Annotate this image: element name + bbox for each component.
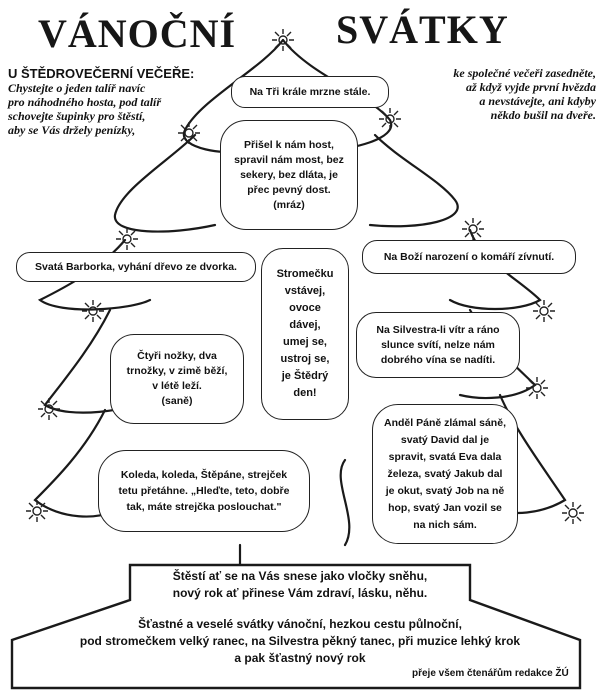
- bubble-line: dávej,: [289, 319, 321, 331]
- bubble-line: Čtyři nožky, dva: [137, 350, 217, 362]
- left-note-line: aby se Vás držely penízky,: [8, 123, 136, 137]
- star-icon: [462, 218, 484, 240]
- left-note-line: Chystejte o jeden talíř navíc: [8, 81, 146, 95]
- bubble-line: Koleda, koleda, Štěpáne, strejček: [120, 469, 288, 481]
- bubble-bozi-narozeni: Na Boží narození o komáří zívnutí.: [362, 240, 576, 274]
- bubble-line: přec pevný dost.: [247, 183, 331, 196]
- title-right: SVÁTKY: [336, 7, 509, 52]
- title-left: VÁNOČNÍ: [38, 11, 237, 56]
- right-note-line: až když vyjde první hvězda: [466, 80, 596, 94]
- bubble-line: ustroj se,: [280, 353, 330, 365]
- bubble-line: tetu přetáhne. „Hleďte, teto, dobře: [118, 485, 290, 497]
- bubble-line: Na Tři krále mrzne stále.: [249, 85, 371, 98]
- left-note-line: schovejte šupinky pro štěstí,: [8, 109, 146, 123]
- star-icon: [178, 122, 200, 144]
- bubble-line: den!: [293, 387, 317, 399]
- bubble-line: trnožky, v zimě běží,: [126, 365, 228, 377]
- right-note: ke společné večeři zasedněte, až když vy…: [418, 66, 596, 122]
- bubble-line: Přišel k nám host,: [244, 138, 334, 151]
- bubble-line: umej se,: [282, 336, 327, 348]
- star-icon: [379, 108, 401, 130]
- bubble-line: spravit, svatá Eva dala: [388, 450, 502, 463]
- bubble-line: Na Boží narození o komáří zívnutí.: [383, 250, 555, 263]
- left-note: U ŠTĚDROVEČERNÍ VEČEŘE: Chystejte o jede…: [8, 66, 208, 137]
- trunk-line: Šťastné a veselé svátky vánoční, hezkou …: [138, 617, 462, 631]
- bubble-line: na nich sám.: [413, 518, 477, 531]
- trunk-line: pod stromečkem velký ranec, na Silvestra…: [79, 634, 521, 648]
- bubble-line: je Štědrý: [281, 370, 329, 382]
- bubble-line: hop, svatý Jan vozil se: [388, 501, 502, 514]
- bubble-sane: Čtyři nožky, dva trnožky, v zimě běží, v…: [110, 334, 244, 424]
- bubble-andel: Anděl Páně zlámal sáně, svatý David dal …: [372, 404, 518, 544]
- bubble-line: v létě leží.: [152, 380, 202, 392]
- star-icon: [526, 377, 548, 399]
- star-icon: [26, 500, 48, 522]
- star-icon: [272, 29, 294, 51]
- star-icon: [82, 300, 104, 322]
- star-icon: [562, 502, 584, 524]
- bubble-line: Anděl Páně zlámal sáně,: [384, 416, 506, 429]
- bubble-line: Svatá Barborka, vyhání dřevo ze dvorka.: [35, 260, 237, 273]
- bubble-line: tak, máte strejčka poslouchat.": [126, 501, 282, 513]
- bubble-line: ovoce: [289, 302, 321, 314]
- bubble-line: (mráz): [273, 198, 305, 211]
- trunk-wish-2: Šťastné a veselé svátky vánoční, hezkou …: [14, 616, 586, 667]
- bubble-barborka: Svatá Barborka, vyhání dřevo ze dvorka.: [16, 252, 256, 282]
- trunk-line: a pak šťastný nový rok: [234, 651, 366, 665]
- trunk-line: nový rok ať přinese Vám zdraví, lásku, n…: [172, 586, 428, 600]
- star-icon: [116, 228, 138, 250]
- bubble-line: spravil nám most, bez: [234, 153, 344, 166]
- bubble-stromecku: Stromečku vstávej, ovoce dávej, umej se,…: [261, 248, 349, 420]
- right-note-line: ke společné večeři zasedněte,: [453, 66, 596, 80]
- bubble-line: svatý David dal je: [400, 433, 490, 446]
- bubble-line: železa, svatý Jakub dal: [387, 467, 503, 480]
- right-note-line: někdo bušil na dveře.: [490, 108, 596, 122]
- bubble-mraz: Přišel k nám host, spravil nám most, bez…: [220, 120, 358, 230]
- bubble-line: Na Silvestra-li vítr a ráno: [376, 323, 500, 336]
- bubble-line: Stromečku: [276, 268, 334, 280]
- trunk-wish-1: Štěstí ať se na Vás snese jako vločky sn…: [130, 568, 470, 602]
- bubble-line: sekery, bez dláta, je: [240, 168, 338, 181]
- bubble-line: (saně): [161, 395, 193, 407]
- left-note-heading: U ŠTĚDROVEČERNÍ VEČEŘE:: [8, 66, 195, 81]
- bubble-line: je okut, svatý Job na ně: [385, 484, 505, 497]
- bubble-tri-krale: Na Tři krále mrzne stále.: [231, 76, 389, 108]
- bubble-silvestr: Na Silvestra-li vítr a ráno slunce svítí…: [356, 312, 520, 378]
- bubble-line: slunce svítí, nelze nám: [381, 338, 495, 351]
- left-note-line: pro náhodného hosta, pod talíř: [8, 95, 162, 109]
- star-icon: [38, 398, 60, 420]
- right-note-line: a nevstávejte, ani kdyby: [479, 94, 596, 108]
- bubble-line: vstávej,: [284, 285, 326, 297]
- bubble-line: dobrého vína se nadíti.: [380, 353, 496, 366]
- trunk-line: Štěstí ať se na Vás snese jako vločky sn…: [172, 569, 428, 583]
- signature: přeje všem čtenářům redakce ŽÚ: [412, 668, 569, 679]
- bubble-koleda: Koleda, koleda, Štěpáne, strejček tetu p…: [98, 450, 310, 532]
- star-icon: [533, 300, 555, 322]
